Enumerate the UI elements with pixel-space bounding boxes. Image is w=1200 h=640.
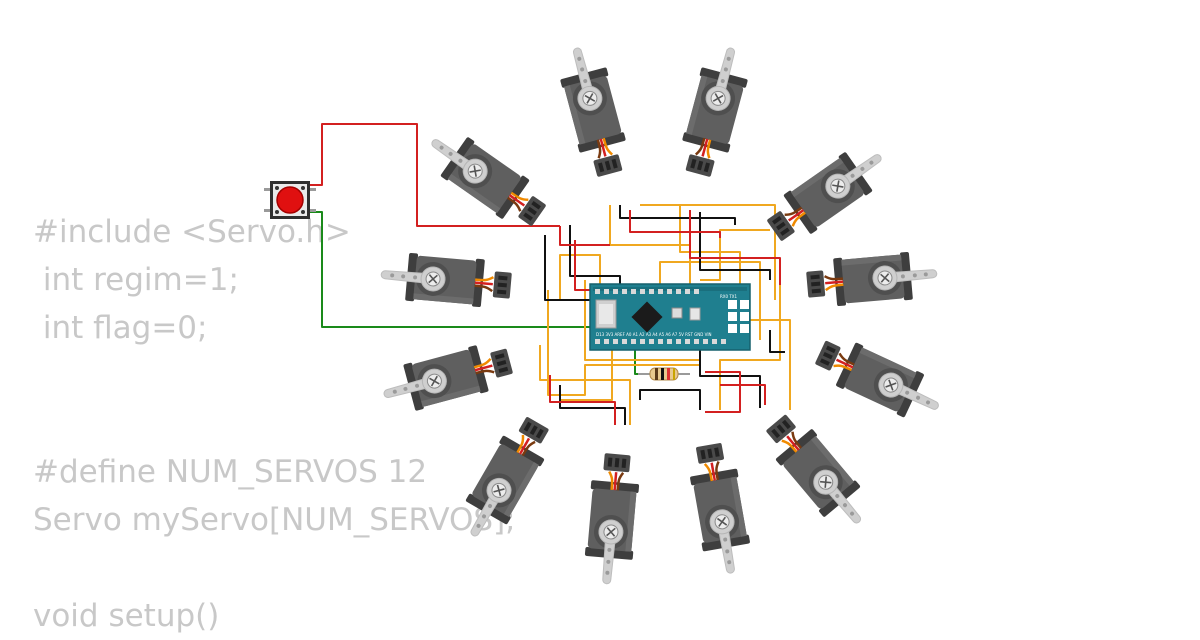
wire-yellow	[700, 229, 770, 281]
wire-red	[689, 210, 781, 285]
arduino-nano-board: RX0 TX1 D13 3V3 AREF A0 A1 A2 A3 A4 A5 A…	[589, 283, 751, 351]
servo-motor	[450, 409, 561, 549]
wire-black	[569, 225, 621, 290]
wire-red	[720, 384, 766, 405]
wire-yellow	[609, 205, 691, 285]
servo-motor	[377, 249, 515, 311]
wire-black	[639, 389, 701, 410]
wire-yellow	[679, 205, 741, 285]
wire-black	[769, 330, 785, 353]
wire-black	[699, 212, 771, 280]
wire-yellow	[640, 204, 776, 300]
code-line: #define NUM_SERVOS 12	[33, 454, 428, 490]
servo-motor	[808, 329, 950, 431]
wire-yellow	[584, 280, 700, 361]
resistor	[638, 367, 690, 381]
code-line: int regim=1;	[33, 262, 239, 298]
wire-red	[549, 375, 616, 425]
wire-black	[544, 235, 600, 301]
code-line: Servo myServo[NUM_SERVOS];	[33, 502, 516, 538]
servo-motor	[552, 40, 635, 182]
code-line: void setup()	[33, 598, 220, 634]
button-cap	[276, 186, 304, 214]
wire-yellow	[659, 261, 761, 340]
wire-red	[629, 210, 721, 238]
wire-red	[705, 371, 741, 413]
wire-black	[619, 205, 736, 225]
board-pin-labels-bottom: D13 3V3 AREF A0 A1 A2 A3 A4 A5 A6 A7 5V …	[596, 332, 712, 337]
servo-motor	[417, 120, 555, 237]
wire-yellow	[559, 254, 601, 300]
wire-yellow	[750, 319, 791, 410]
servo-motor	[581, 450, 643, 588]
board-pin-labels-top: RX0 TX1	[720, 294, 738, 299]
servo-motor	[683, 439, 756, 579]
wire-red	[310, 123, 560, 227]
wire-black	[699, 350, 761, 408]
wire-red	[559, 226, 610, 246]
code-line: int flag=0;	[33, 310, 208, 346]
servo-motor	[803, 248, 941, 310]
servo-motor	[758, 135, 896, 252]
servo-motor	[673, 40, 756, 182]
wire-black	[559, 385, 626, 425]
pushbutton[interactable]	[264, 181, 316, 219]
wire-yellow	[539, 345, 631, 425]
servo-motor	[376, 336, 518, 419]
servo-motor	[755, 405, 879, 539]
